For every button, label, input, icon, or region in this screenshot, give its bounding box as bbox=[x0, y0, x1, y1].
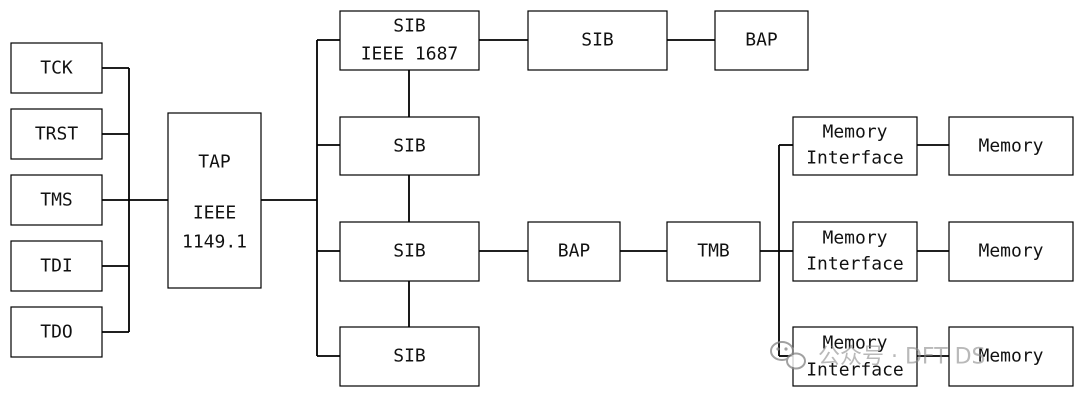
memory-interface-3: Memory Interface bbox=[792, 326, 918, 387]
memory-interface-2: Memory Interface bbox=[792, 221, 918, 282]
memory-interface-1: Memory Interface bbox=[792, 116, 918, 176]
sib-ieee1687-title: SIB bbox=[393, 16, 426, 37]
memory-1-label: Memory bbox=[978, 136, 1043, 157]
watermark: 公众号 · DFT DS bbox=[770, 341, 986, 370]
memory-interface-3-line2: Interface bbox=[806, 360, 904, 381]
memory-1: Memory bbox=[948, 116, 1074, 176]
signal-trst: TRST bbox=[10, 108, 103, 160]
sib-2: SIB bbox=[339, 116, 480, 176]
signal-tms: TMS bbox=[10, 174, 103, 226]
signal-tdi-label: TDI bbox=[40, 256, 73, 277]
bap-mid: BAP bbox=[527, 221, 621, 282]
memory-interface-3-line1: Memory bbox=[822, 333, 887, 354]
memory-interface-1-line1: Memory bbox=[822, 122, 887, 143]
sib-4: SIB bbox=[339, 326, 480, 387]
memory-3: Memory bbox=[948, 326, 1074, 387]
sib-ieee1687-standard: IEEE 1687 bbox=[361, 44, 459, 65]
sib-2-label: SIB bbox=[393, 136, 426, 157]
sib-top-right-label: SIB bbox=[581, 30, 614, 51]
memory-interface-2-line2: Interface bbox=[806, 254, 904, 275]
tmb-label: TMB bbox=[697, 241, 730, 262]
signal-trst-label: TRST bbox=[35, 124, 79, 145]
signal-tdo: TDO bbox=[10, 306, 103, 358]
sib-3-label: SIB bbox=[393, 241, 426, 262]
tap-standard-line2: 1149.1 bbox=[182, 232, 247, 253]
memory-interface-2-line1: Memory bbox=[822, 228, 887, 249]
tmb: TMB bbox=[666, 221, 761, 282]
signal-tck-label: TCK bbox=[40, 58, 73, 79]
memory-3-label: Memory bbox=[978, 346, 1043, 367]
sib-ieee1687: SIB IEEE 1687 bbox=[339, 10, 480, 71]
tap-standard-line1: IEEE bbox=[193, 203, 236, 224]
watermark-text: 公众号 · DFT DS bbox=[818, 345, 986, 370]
signal-tck: TCK bbox=[10, 42, 103, 94]
sib-3: SIB bbox=[339, 221, 480, 282]
signal-tdo-label: TDO bbox=[40, 322, 73, 343]
memory-interface-1-line2: Interface bbox=[806, 148, 904, 169]
signal-tms-label: TMS bbox=[40, 190, 73, 211]
bap-top-label: BAP bbox=[745, 30, 778, 51]
tap-title: TAP bbox=[198, 152, 231, 173]
bap-mid-label: BAP bbox=[558, 241, 591, 262]
memory-2-label: Memory bbox=[978, 241, 1043, 262]
memory-2: Memory bbox=[948, 221, 1074, 282]
sib-top-right: SIB bbox=[527, 10, 668, 71]
signal-tdi: TDI bbox=[10, 240, 103, 292]
tap-controller: TAP IEEE 1149.1 bbox=[167, 112, 262, 289]
sib-4-label: SIB bbox=[393, 346, 426, 367]
bap-top: BAP bbox=[714, 10, 809, 71]
wechat-icon bbox=[770, 341, 806, 370]
